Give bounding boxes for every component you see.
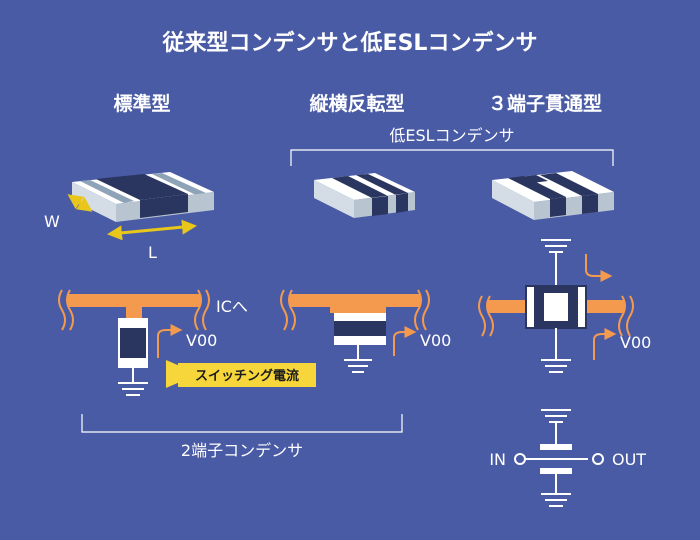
current-arrow-1 [157, 324, 183, 358]
header-standard: 標準型 [113, 92, 170, 115]
ground-bottom [541, 328, 571, 373]
current-arrow-3a [585, 254, 613, 282]
to-ic-label: ICへ [216, 297, 248, 316]
vdd-label-3: V00 [620, 333, 651, 352]
header-reverse: 縦横反転型 [309, 92, 404, 115]
l-arrow [107, 219, 197, 241]
trace-standard [58, 289, 210, 331]
feedthrough-symbol [514, 409, 604, 507]
low-esl-bracket [290, 149, 614, 166]
trace-reverse [280, 289, 430, 331]
low-esl-label: 低ESLコンデンサ [389, 126, 514, 145]
dimension-w: W [44, 212, 60, 231]
two-terminal-label: 2端子コンデンサ [181, 441, 303, 460]
current-arrow-2 [393, 326, 417, 356]
switching-current-label: スイッチング電流 [195, 368, 299, 384]
header-three-terminal: ３端子貫通型 [488, 92, 602, 115]
reverse-chip-side [334, 313, 386, 373]
in-label: IN [489, 450, 506, 469]
vdd-label-1: V00 [186, 331, 217, 350]
standard-chip-side [118, 318, 148, 396]
standard-chip-3d [72, 172, 214, 222]
vdd-label-2: V00 [420, 331, 451, 350]
switching-current-badge [166, 360, 316, 388]
three-terminal-chip-3d [492, 171, 614, 220]
reverse-chip-3d [314, 173, 415, 218]
w-arrow [67, 194, 93, 212]
page-title: 従来型コンデンサと低ESLコンデンサ [162, 30, 538, 56]
out-label: OUT [612, 450, 646, 469]
current-arrow-3b [593, 328, 617, 360]
ground-top [541, 239, 571, 285]
dimension-l: L [148, 243, 157, 262]
three-terminal-chip-top [525, 285, 587, 329]
two-terminal-bracket [81, 414, 403, 433]
